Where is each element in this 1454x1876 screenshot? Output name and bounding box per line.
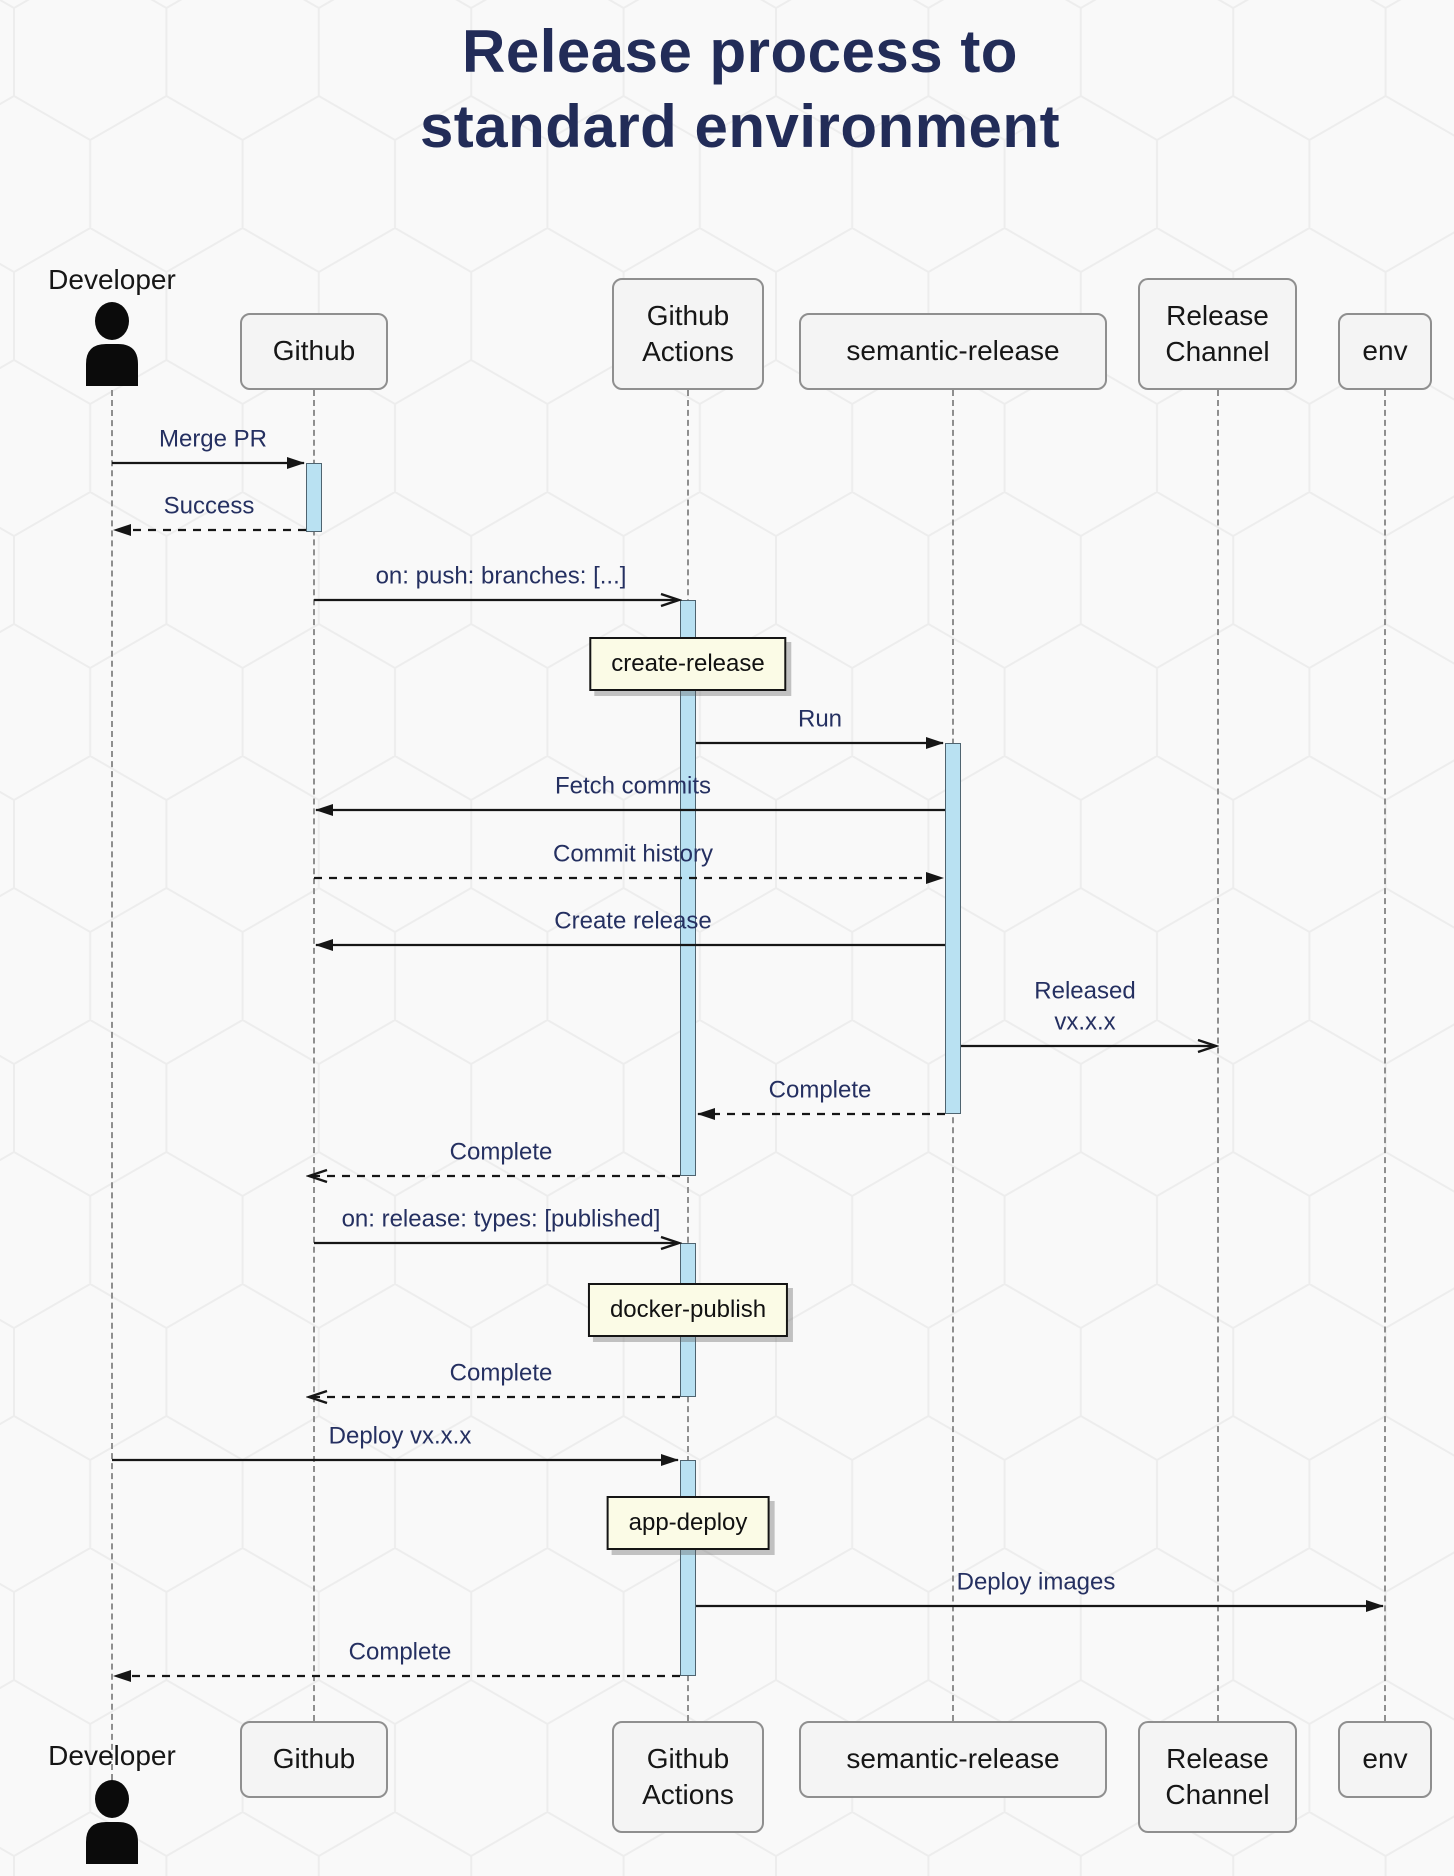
developer-actor-icon: [86, 302, 138, 386]
message-label-fetch-commits: Fetch commits: [554, 772, 712, 800]
note-docker-publish: docker-publish: [587, 1283, 789, 1337]
participant-developer-top-label: Developer: [48, 264, 176, 295]
message-label-on-push: on: push: branches: [...]: [375, 562, 627, 590]
lifeline-env: [1384, 390, 1386, 1721]
message-label-success: Success: [163, 492, 255, 520]
lifeline-release-channel: [1217, 390, 1219, 1721]
note-app-deploy: app-deploy: [606, 1496, 770, 1550]
note-create-release: create-release: [589, 637, 787, 691]
message-label-on-release: on: release: types: [published]: [341, 1205, 661, 1233]
message-label-complete-sr-ga: Complete: [768, 1076, 872, 1104]
developer-actor-icon-bottom: [86, 1780, 138, 1864]
participant-github-bottom: Github: [240, 1721, 388, 1798]
participant-github-actions-top: Github Actions: [612, 278, 764, 390]
activation-github: [306, 463, 322, 532]
participant-github-top: Github: [240, 313, 388, 390]
message-label-complete-ga-gh2: Complete: [449, 1359, 553, 1387]
participant-release-channel-top: Release Channel: [1138, 278, 1297, 390]
diagram-title: Release process to standard environment: [419, 18, 1061, 160]
message-label-deploy-images: Deploy images: [956, 1568, 1116, 1596]
participant-env-bottom: env: [1338, 1721, 1432, 1798]
participant-env-top: env: [1338, 313, 1432, 390]
message-label-complete-final: Complete: [348, 1638, 452, 1666]
message-label-commit-history: Commit history: [552, 840, 714, 868]
message-label-released-vxxx: Released vx.x.x: [1034, 977, 1136, 1036]
participant-semantic-release-top: semantic-release: [799, 313, 1107, 390]
message-label-deploy-vxxx: Deploy vx.x.x: [328, 1422, 472, 1450]
participant-developer-bottom-label: Developer: [48, 1740, 176, 1771]
activation-github-actions-1: [680, 600, 696, 1176]
lifeline-developer: [111, 390, 113, 1780]
message-label-create-release: Create release: [554, 907, 712, 935]
message-label-complete-ga-gh1: Complete: [449, 1138, 553, 1166]
lifeline-github: [313, 390, 315, 1721]
participant-semantic-release-bottom: semantic-release: [799, 1721, 1107, 1798]
participant-release-channel-bottom: Release Channel: [1138, 1721, 1297, 1833]
message-label-run: Run: [797, 705, 843, 733]
activation-semantic-release: [945, 743, 961, 1114]
participant-github-actions-bottom: Github Actions: [612, 1721, 764, 1833]
message-label-merge-pr: Merge PR: [158, 425, 268, 453]
